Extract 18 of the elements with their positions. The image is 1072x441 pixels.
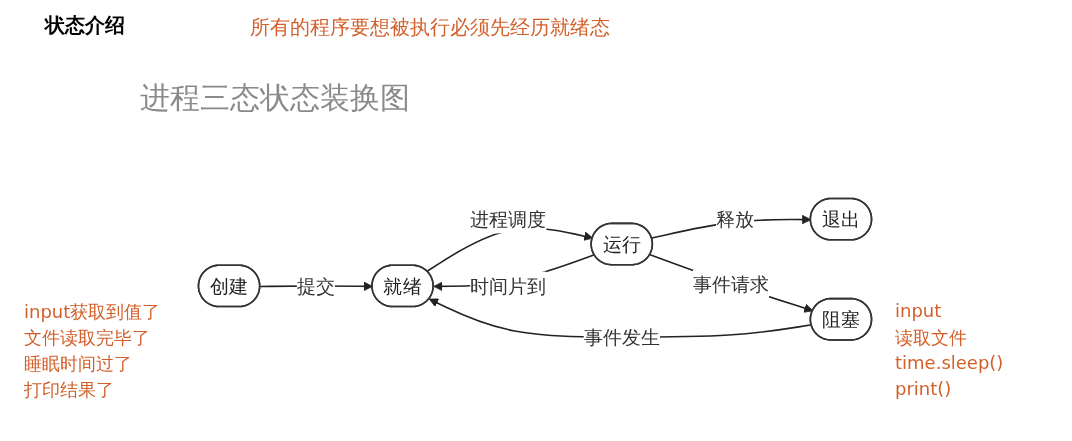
annotation-text: 文件读取完毕了 [24,326,150,350]
edge-label: 释放 [716,208,755,231]
annotation-text: 打印结果了 [24,378,114,402]
slide-title: 状态介绍 [45,12,125,39]
edge-label: 时间片到 [470,274,547,298]
annotation-text: time.sleep() [895,352,1004,373]
edge-label: 事件请求 [692,273,770,296]
annotation-text: input [895,300,942,321]
note-text: 所有的程序要想被执行必须先经历就绪态 [250,14,610,41]
diagram-heading: 进程三态状态装换图 [140,79,410,117]
edge-label: 提交 [296,274,335,298]
annotation-text: 读取文件 [895,326,967,350]
annotation-text: print() [895,378,952,399]
edge-label: 进程调度 [470,208,547,231]
annotation-text: input获取到值了 [24,300,161,324]
arrow [649,254,814,313]
edge-label: 事件发生 [583,325,660,349]
annotation-text: 睡眠时间过了 [24,352,132,376]
